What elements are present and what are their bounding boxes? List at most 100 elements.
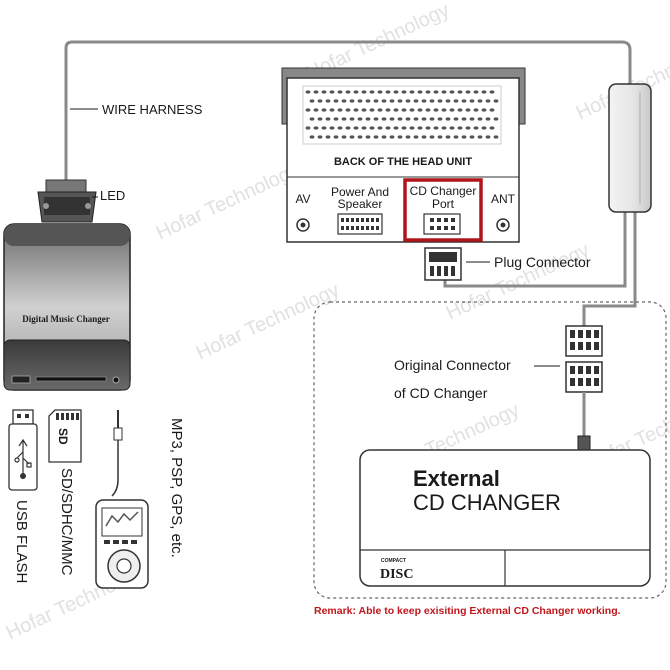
connector-pin [586,342,591,350]
cd-port-label-1: CD Changer [410,184,477,198]
vent-hole [333,117,339,121]
vent-hole [461,135,467,139]
vent-hole [349,99,355,103]
vent-hole [305,126,311,130]
original-connector-label-2: of CD Changer [394,385,488,401]
vent-hole [317,117,323,121]
port-pin [430,218,434,222]
vent-hole [349,135,355,139]
vent-hole [401,90,407,94]
vent-hole [377,108,383,112]
vent-hole [405,99,411,103]
vent-hole [465,90,471,94]
plug-pin [430,266,434,276]
vent-hole [313,126,319,130]
device-title: Digital Music Changer [22,314,110,324]
vent-hole [341,117,347,121]
wire-harness-callout: WIRE HARNESS [70,102,203,117]
vent-hole [409,90,415,94]
av-label: AV [295,192,310,206]
harness-adapter-box [608,83,652,213]
connector-pin [586,366,591,374]
vent-hole [325,99,331,103]
vent-hole [337,108,343,112]
vent-hole [385,126,391,130]
connector-pin [570,366,575,374]
vent-hole [489,90,495,94]
vent-hole [493,135,499,139]
vent-hole [469,117,475,121]
plug-connector-label: Plug Connector [494,254,591,270]
plug-pin [437,266,441,276]
vent-hole [313,90,319,94]
vent-hole [309,135,315,139]
vent-hole [369,90,375,94]
vent-hole [409,108,415,112]
vent-hole [377,126,383,130]
vent-hole [453,117,459,121]
port-pin [451,226,455,230]
port-pin [351,226,354,230]
vent-hole [373,135,379,139]
vent-hole [321,126,327,130]
vent-hole [381,117,387,121]
vent-hole [477,99,483,103]
connector-pin [578,378,583,386]
vent-hole [353,126,359,130]
vent-hole [365,99,371,103]
external-cd-changer-group [313,301,667,599]
vent-hole [429,135,435,139]
usb-flash-label: USB FLASH [13,500,30,583]
vent-hole [393,90,399,94]
vent-hole [353,90,359,94]
vent-hole [461,99,467,103]
vent-hole [425,90,431,94]
vent-hole [489,108,495,112]
port-pin [437,218,441,222]
vent-hole [417,126,423,130]
vent-hole [325,117,331,121]
vent-hole [353,108,359,112]
vent-hole [337,126,343,130]
connector-pin [594,342,599,350]
vent-hole [309,117,315,121]
power-speaker-port [337,213,383,235]
port-pin [341,218,344,222]
vent-hole [385,108,391,112]
vent-hole [405,135,411,139]
original-connector: Original Connector of CD Changer [394,325,603,451]
vent-hole [369,108,375,112]
vent-hole [457,126,463,130]
led-label: LED [100,188,125,203]
vent-hole [321,90,327,94]
vent-hole [337,90,343,94]
vent-hole [421,135,427,139]
vent-hole [397,99,403,103]
port-pin [444,218,448,222]
vent-hole [453,135,459,139]
vent-hole [373,99,379,103]
vent-hole [421,99,427,103]
connector-pin [586,378,591,386]
vent-hole [437,135,443,139]
vent-hole [449,126,455,130]
mp3-psp-gps-label: MP3, PSP, GPS, etc. [168,418,185,558]
vent-hole [461,117,467,121]
vent-hole [437,99,443,103]
vent-hole [401,126,407,130]
vent-hole [329,90,335,94]
vent-hole [433,90,439,94]
port-pin [376,218,379,222]
vent-hole [329,126,335,130]
vent-hole [477,117,483,121]
power-speaker-label-1: Power And [331,185,389,199]
vent-hole [333,135,339,139]
vent-hole [361,108,367,112]
connector-pin [570,330,575,338]
vent-hole [373,117,379,121]
vent-hole [481,108,487,112]
sd-sdhc-mmc-label: SD/SDHC/MMC [58,468,75,576]
vent-hole [437,117,443,121]
card-slot [35,376,107,382]
